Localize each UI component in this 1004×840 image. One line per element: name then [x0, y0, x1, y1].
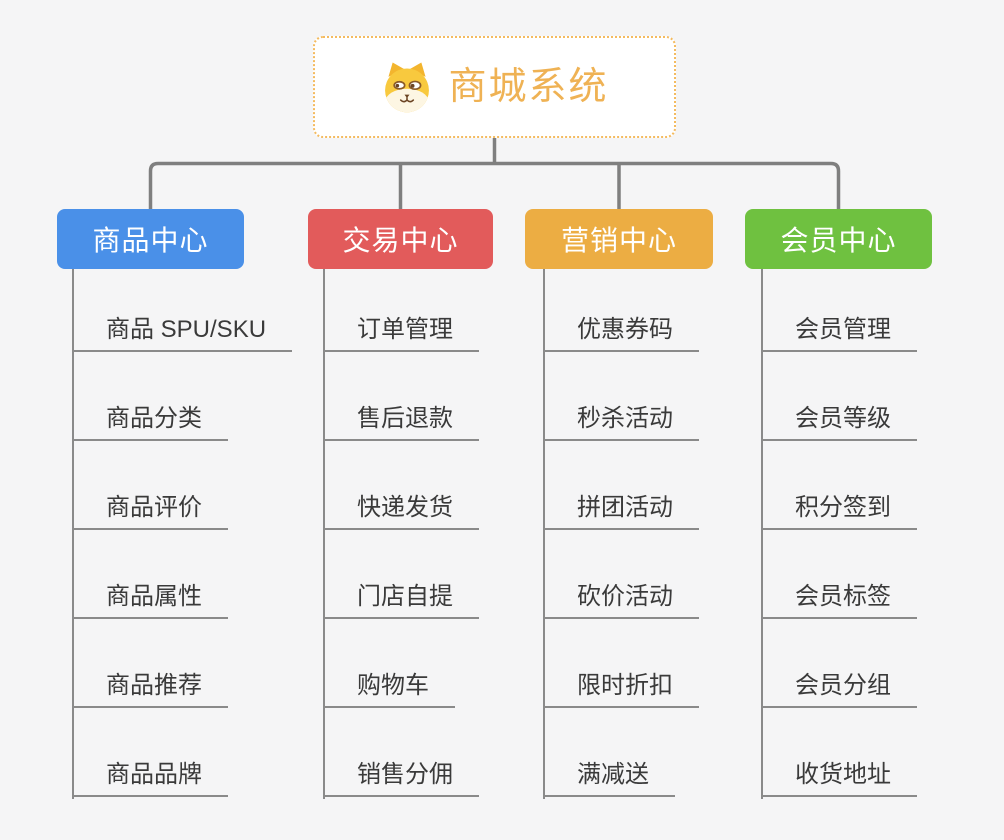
- leaf-node[interactable]: 会员标签: [763, 582, 917, 619]
- leaf-node[interactable]: 秒杀活动: [545, 404, 699, 441]
- branch-label: 商品中心: [92, 225, 209, 256]
- leaf-node[interactable]: 收货地址: [763, 760, 917, 797]
- root-node[interactable]: 商城系统: [313, 36, 676, 138]
- branch-column-marketing: 优惠券码 秒杀活动 拼团活动 砍价活动 限时折扣 满减送: [543, 269, 699, 799]
- leaf-node[interactable]: 商品评价: [74, 493, 228, 530]
- branch-label: 会员中心: [780, 225, 897, 256]
- leaf-node[interactable]: 限时折扣: [545, 671, 699, 708]
- leaf-node[interactable]: 快递发货: [325, 493, 479, 530]
- leaf-node[interactable]: 满减送: [545, 760, 675, 797]
- root-title: 商城系统: [448, 66, 609, 108]
- leaf-node[interactable]: 商品属性: [74, 582, 228, 619]
- branch-header-member-center[interactable]: 会员中心: [745, 209, 932, 269]
- leaf-node[interactable]: 会员等级: [763, 404, 917, 441]
- branch-label: 交易中心: [342, 225, 459, 256]
- branch-column-product: 商品 SPU/SKU 商品分类 商品评价 商品属性 商品推荐 商品品牌: [72, 269, 293, 799]
- leaf-node[interactable]: 订单管理: [325, 315, 479, 352]
- leaf-node[interactable]: 会员管理: [763, 315, 917, 352]
- leaf-node[interactable]: 优惠券码: [545, 315, 699, 352]
- leaf-node[interactable]: 会员分组: [763, 671, 917, 708]
- branch-column-trade: 订单管理 售后退款 快递发货 门店自提 购物车 销售分佣: [323, 269, 479, 799]
- leaf-node[interactable]: 商品品牌: [74, 760, 228, 797]
- leaf-node[interactable]: 售后退款: [325, 404, 479, 441]
- leaf-node[interactable]: 积分签到: [763, 493, 917, 530]
- leaf-node[interactable]: 商品推荐: [74, 671, 228, 708]
- leaf-node[interactable]: 购物车: [325, 671, 455, 708]
- branch-column-member: 会员管理 会员等级 积分签到 会员标签 会员分组 收货地址: [761, 269, 917, 799]
- leaf-node[interactable]: 商品 SPU/SKU: [74, 315, 293, 352]
- doge-icon: [380, 60, 434, 114]
- branch-header-product-center[interactable]: 商品中心: [57, 209, 244, 269]
- leaf-node[interactable]: 商品分类: [74, 404, 228, 441]
- branch-header-trade-center[interactable]: 交易中心: [308, 209, 493, 269]
- leaf-node[interactable]: 门店自提: [325, 582, 479, 619]
- leaf-node[interactable]: 砍价活动: [545, 582, 699, 619]
- branch-label: 营销中心: [560, 225, 677, 256]
- leaf-node[interactable]: 销售分佣: [325, 760, 479, 797]
- leaf-node[interactable]: 拼团活动: [545, 493, 699, 530]
- branch-header-marketing-center[interactable]: 营销中心: [525, 209, 713, 269]
